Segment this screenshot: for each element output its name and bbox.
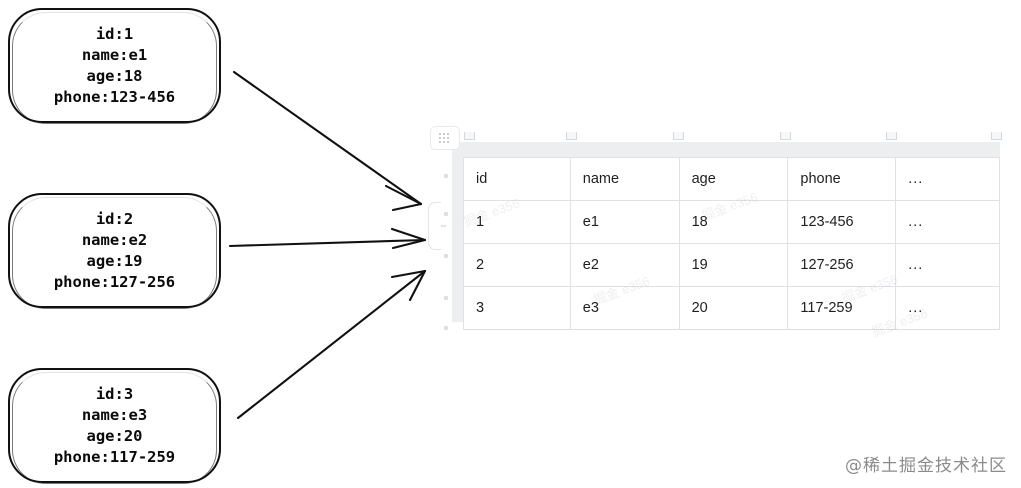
- entity-box-1: id:1 name:e1 age:18 phone:123-456: [8, 8, 221, 124]
- row-handle-dot-1[interactable]: [444, 212, 448, 216]
- column-resize-handle-id[interactable]: [464, 132, 475, 140]
- cell-name-3[interactable]: e3: [569, 286, 680, 330]
- spreadsheet-table-panel[interactable]: id name age phone ... 1 e1 18 123-456 ..…: [428, 126, 1002, 339]
- cell-more-1[interactable]: ...: [895, 200, 1000, 244]
- column-resize-handle-end[interactable]: [991, 132, 1002, 140]
- row-handle-dot-3[interactable]: [444, 296, 448, 300]
- entity-2-field-phone: phone:127-256: [53, 272, 176, 291]
- arrow-entity-3-to-table: [236, 269, 427, 420]
- column-header-more[interactable]: ...: [895, 157, 1000, 201]
- row-group-brace-icon: [428, 202, 446, 250]
- entity-2-field-age: age:19: [86, 251, 143, 270]
- cell-age-3[interactable]: 20: [678, 286, 789, 330]
- entity-3-field-age: age:20: [86, 426, 143, 445]
- entity-2-field-name: name:e2: [81, 230, 148, 249]
- column-header-id[interactable]: id: [463, 157, 571, 201]
- cell-id-2[interactable]: 2: [463, 243, 571, 287]
- cell-name-1[interactable]: e1: [569, 200, 680, 244]
- table-row[interactable]: 1 e1 18 123-456 ...: [463, 200, 1000, 244]
- column-resize-handle-name[interactable]: [566, 132, 577, 140]
- column-resize-handle-more[interactable]: [886, 132, 897, 140]
- cell-phone-2[interactable]: 127-256: [787, 243, 897, 287]
- entity-1-field-name: name:e1: [81, 45, 148, 64]
- cell-age-1[interactable]: 18: [678, 200, 789, 244]
- column-resize-handle-age[interactable]: [673, 132, 684, 140]
- cell-phone-1[interactable]: 123-456: [787, 200, 897, 244]
- entity-2-field-id: id:2: [95, 209, 134, 228]
- cell-more-3[interactable]: ...: [895, 286, 1000, 330]
- table-drag-handle-icon[interactable]: [430, 126, 460, 150]
- arrow-entity-2-to-table: [228, 227, 427, 250]
- row-handle-dot-end[interactable]: [444, 326, 448, 330]
- entity-box-3: id:3 name:e3 age:20 phone:117-259: [8, 368, 221, 484]
- table-left-gutter: [452, 142, 464, 322]
- table-header-row: id name age phone ...: [463, 157, 1000, 201]
- entity-1-field-id: id:1: [95, 24, 134, 43]
- entity-3-field-id: id:3: [95, 384, 134, 403]
- cell-name-2[interactable]: e2: [569, 243, 680, 287]
- entity-1-field-age: age:18: [86, 66, 143, 85]
- entity-data-table[interactable]: id name age phone ... 1 e1 18 123-456 ..…: [463, 157, 1000, 330]
- table-row[interactable]: 3 e3 20 117-259 ...: [463, 286, 1000, 330]
- entity-3-field-phone: phone:117-259: [53, 447, 176, 466]
- cell-more-2[interactable]: ...: [895, 243, 1000, 287]
- entity-1-field-phone: phone:123-456: [53, 87, 176, 106]
- entity-box-2: id:2 name:e2 age:19 phone:127-256: [8, 193, 221, 309]
- table-top-gutter: [452, 142, 1000, 158]
- column-header-age[interactable]: age: [678, 157, 789, 201]
- cell-id-1[interactable]: 1: [463, 200, 571, 244]
- table-row[interactable]: 2 e2 19 127-256 ...: [463, 243, 1000, 287]
- site-credit: @稀土掘金技术社区: [845, 456, 1007, 476]
- cell-phone-3[interactable]: 117-259: [787, 286, 897, 330]
- row-handle-dot-header[interactable]: [444, 174, 448, 178]
- cell-age-2[interactable]: 19: [678, 243, 789, 287]
- arrow-entity-1-to-table: [232, 70, 423, 212]
- column-resize-handle-phone[interactable]: [780, 132, 791, 140]
- row-handle-dot-2[interactable]: [444, 254, 448, 258]
- column-header-name[interactable]: name: [569, 157, 680, 201]
- cell-id-3[interactable]: 3: [463, 286, 571, 330]
- entity-3-field-name: name:e3: [81, 405, 148, 424]
- column-header-phone[interactable]: phone: [787, 157, 897, 201]
